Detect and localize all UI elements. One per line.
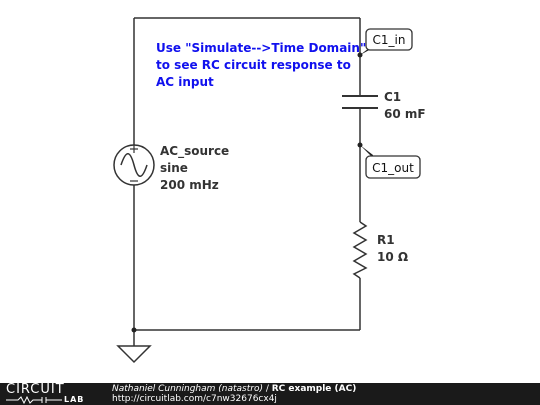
probe-c1-in-label: C1_in xyxy=(373,33,406,47)
junction-dot-ground xyxy=(131,327,137,333)
footer-bar: CIRCUIT LAB Nathaniel Cunningham (natast… xyxy=(0,382,540,405)
probe-c1-out[interactable]: C1_out xyxy=(360,145,421,179)
footer-title[interactable]: RC example (AC) xyxy=(271,384,357,394)
circuitlab-logo[interactable]: CIRCUIT LAB xyxy=(4,382,104,405)
footer-author[interactable]: Nathaniel Cunningham (natastro) xyxy=(112,384,263,394)
ac-source-icon[interactable] xyxy=(113,144,155,186)
footer-separator: / xyxy=(262,384,272,394)
logo-text-top: CIRCUIT xyxy=(6,382,65,397)
logo-resistor-icon xyxy=(6,396,62,404)
resistor-value-label: 10 Ω xyxy=(377,250,408,264)
source-frequency-label: 200 mHz xyxy=(160,178,219,192)
source-name-label: AC_source xyxy=(160,144,229,159)
note-line-2: to see RC circuit response to xyxy=(156,58,351,72)
schematic-canvas: C1_in C1_out Use "Simulate-->Time Domain… xyxy=(113,17,426,364)
footer-credit: Nathaniel Cunningham (natastro) / RC exa… xyxy=(112,384,356,394)
footer-url[interactable]: http://circuitlab.com/c7nw32676cx4j xyxy=(112,394,277,404)
resistor-r1[interactable] xyxy=(352,221,368,279)
capacitor-name-label: C1 xyxy=(384,90,401,104)
instruction-note: Use "Simulate-->Time Domain" to see RC c… xyxy=(156,41,366,89)
capacitor-c1[interactable] xyxy=(342,95,378,109)
probe-c1-in[interactable]: C1_in xyxy=(360,28,413,55)
note-line-1: Use "Simulate-->Time Domain" xyxy=(156,41,366,55)
capacitor-value-label: 60 mF xyxy=(384,107,426,121)
ground-icon xyxy=(116,345,152,364)
note-line-3: AC input xyxy=(156,75,214,89)
probe-c1-out-label: C1_out xyxy=(372,161,414,175)
source-type-label: sine xyxy=(160,161,188,175)
logo-text-bottom: LAB xyxy=(64,395,85,404)
resistor-name-label: R1 xyxy=(377,233,395,247)
